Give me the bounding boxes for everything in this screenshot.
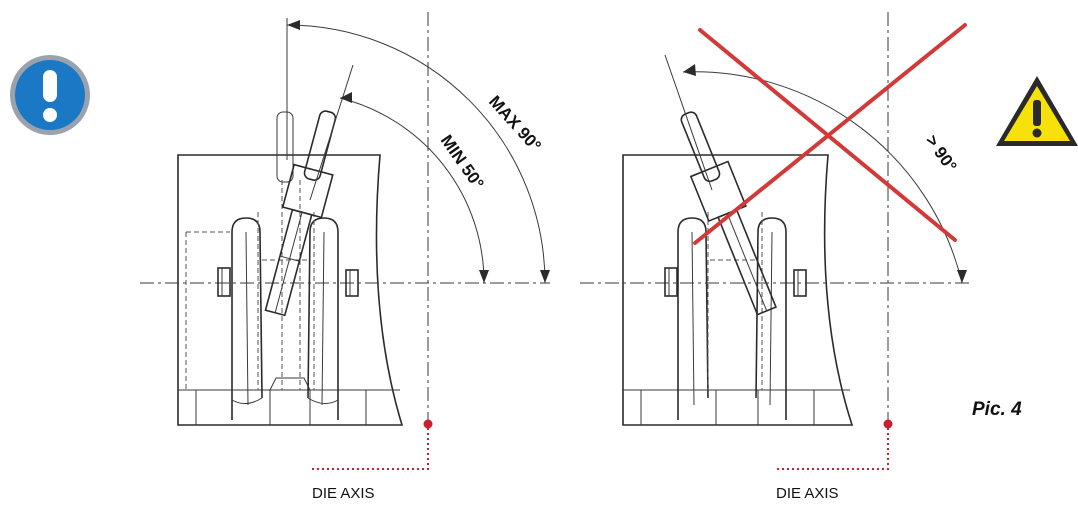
die-axis-label-right: DIE AXIS: [776, 485, 839, 502]
right-die-drawing: > 90° DIE AXIS: [580, 12, 970, 502]
left-die-drawing: MAX 90° MIN 50° DIE AXIS: [140, 12, 550, 502]
figure-caption: Pic. 4: [972, 399, 1022, 420]
info-exclamation-icon: [10, 55, 90, 135]
warning-triangle-icon: [996, 76, 1078, 146]
red-cross-line-2: [693, 23, 967, 245]
max-angle-label: MAX 90°: [485, 92, 545, 156]
min-angle-label: MIN 50°: [437, 131, 488, 193]
die-axis-label-left: DIE AXIS: [312, 485, 375, 502]
over-angle-label: > 90°: [922, 131, 961, 175]
